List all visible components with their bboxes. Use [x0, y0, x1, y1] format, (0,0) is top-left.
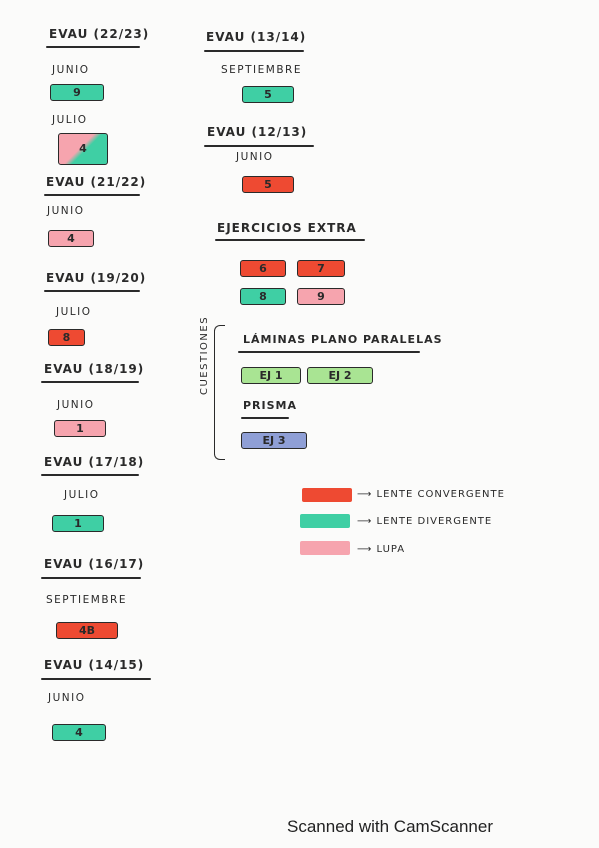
heading-evau-21-22: EVAU (21/22) [46, 175, 147, 189]
month-label: JUNIO [236, 151, 274, 163]
exercise-box: 6 [240, 260, 286, 277]
month-label: JUNIO [52, 64, 90, 76]
legend-swatch-convergente [302, 488, 352, 502]
underline [44, 194, 140, 196]
legend-swatch-lupa [300, 541, 350, 555]
month-label: JUNIO [48, 692, 86, 704]
exercise-box: 5 [242, 176, 294, 193]
month-label: JULIO [56, 306, 92, 318]
legend-label-text: LUPA [376, 544, 406, 555]
legend-label-text: LENTE DIVERGENTE [376, 516, 493, 527]
underline [204, 145, 314, 147]
exercise-box: EJ 3 [241, 432, 307, 449]
legend-swatch-divergente [300, 514, 350, 528]
month-label: JULIO [64, 489, 100, 501]
underline [41, 577, 141, 579]
heading-evau-17-18: EVAU (17/18) [44, 455, 145, 469]
underline [44, 290, 140, 292]
underline [204, 50, 304, 52]
exercise-box: 1 [52, 515, 104, 532]
legend-label: ⟶ LENTE DIVERGENTE [357, 516, 493, 527]
exercise-box: 4 [52, 724, 106, 741]
month-label: JUNIO [57, 399, 95, 411]
month-label: SEPTIEMBRE [46, 594, 127, 606]
legend-label: ⟶ LENTE CONVERGENTE [357, 489, 505, 500]
underline [215, 239, 365, 241]
exercise-box: 9 [50, 84, 104, 101]
underline [238, 351, 420, 353]
exercise-box: 8 [48, 329, 85, 346]
heading-laminas: LÁMINAS PLANO PARALELAS [243, 333, 443, 346]
exercise-box: 4 [58, 133, 108, 165]
underline [241, 417, 289, 419]
exercise-box: 5 [242, 86, 294, 103]
scanner-watermark: Scanned with CamScanner [287, 817, 494, 836]
exercise-box: 7 [297, 260, 345, 277]
exercise-box: EJ 2 [307, 367, 373, 384]
cuestiones-bracket [214, 325, 225, 460]
exercise-box: 8 [240, 288, 286, 305]
underline [41, 381, 139, 383]
legend-label-text: LENTE CONVERGENTE [376, 489, 505, 500]
heading-evau-18-19: EVAU (18/19) [44, 362, 145, 376]
heading-evau-19-20: EVAU (19/20) [46, 271, 147, 285]
heading-evau-13-14: EVAU (13/14) [206, 30, 307, 44]
underline [46, 46, 140, 48]
cuestiones-label: CUESTIONES [199, 315, 210, 395]
underline [41, 474, 139, 476]
heading-prisma: PRISMA [243, 399, 298, 412]
exercise-box: 9 [297, 288, 345, 305]
month-label: JULIO [52, 114, 88, 126]
exercise-box: 4 [48, 230, 94, 247]
exercise-box: 4B [56, 622, 118, 639]
exercise-box: 1 [54, 420, 106, 437]
heading-evau-14-15: EVAU (14/15) [44, 658, 145, 672]
month-label: JUNIO [47, 205, 85, 217]
underline [41, 678, 151, 680]
heading-ejercicios-extra: EJERCICIOS EXTRA [217, 221, 357, 235]
heading-evau-22-23: EVAU (22/23) [49, 27, 150, 41]
exercise-box: EJ 1 [241, 367, 301, 384]
heading-evau-12-13: EVAU (12/13) [207, 125, 308, 139]
legend-label: ⟶ LUPA [357, 544, 406, 555]
month-label: SEPTIEMBRE [221, 64, 302, 76]
heading-evau-16-17: EVAU (16/17) [44, 557, 145, 571]
